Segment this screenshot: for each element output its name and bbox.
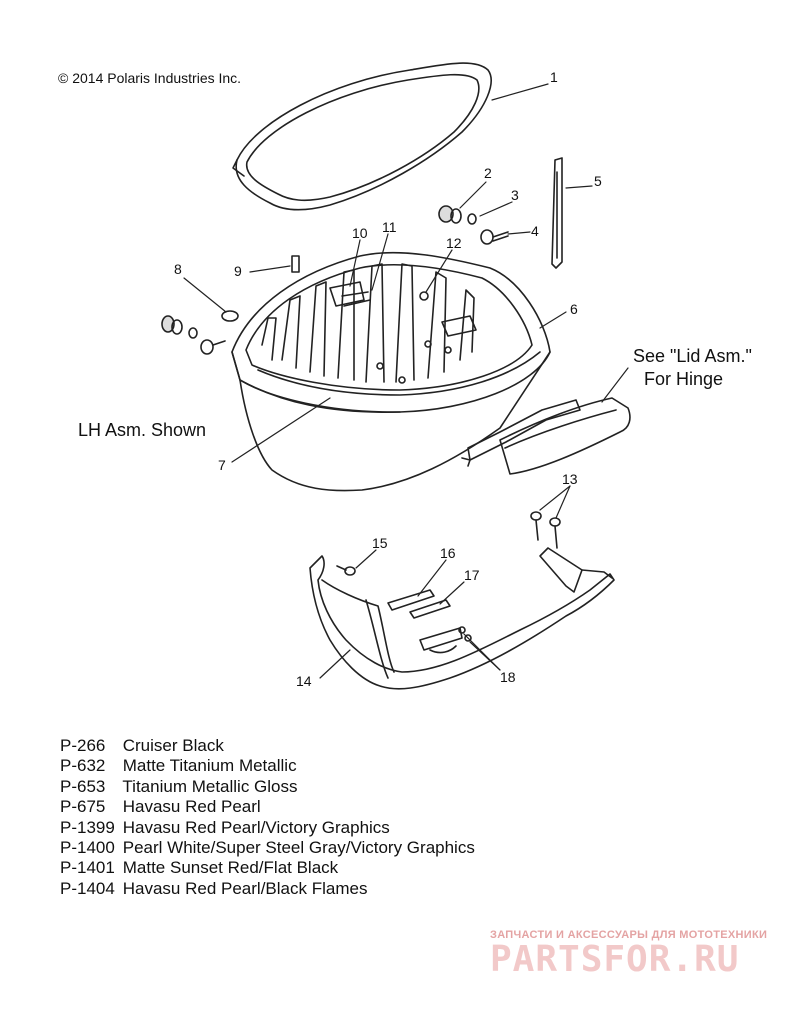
color-name: Havasu Red Pearl/Victory Graphics	[122, 817, 390, 837]
bolts-13	[530, 511, 561, 549]
color-code: P-675	[60, 797, 106, 817]
watermark-tagline: ЗАПЧАСТИ И АКСЕССУАРЫ ДЛЯ МОТОТЕХНИКИ	[490, 929, 768, 941]
callout-3: 3	[511, 187, 519, 203]
color-option: P-675 Havasu Red Pearl	[60, 797, 475, 817]
color-options-list: P-266 Cruiser Black P-632 Matte Titanium…	[60, 736, 475, 899]
color-option: P-1404 Havasu Red Pearl/Black Flames	[60, 879, 475, 899]
color-code: P-632	[60, 756, 106, 776]
grommet-upper	[438, 205, 462, 224]
callout-11: 11	[382, 219, 397, 235]
callout-16: 16	[440, 545, 456, 561]
washer-left	[188, 327, 198, 339]
washer-upper	[467, 213, 477, 225]
callout-4: 4	[531, 223, 539, 239]
callout-7: 7	[218, 457, 226, 473]
shown-note: LH Asm. Shown	[78, 420, 206, 440]
color-code: P-1400	[60, 838, 115, 858]
color-option: P-1401 Matte Sunset Red/Flat Black	[60, 858, 475, 878]
color-name: Matte Sunset Red/Flat Black	[122, 858, 339, 878]
color-code: P-1399	[60, 817, 115, 837]
color-name: Pearl White/Super Steel Gray/Victory Gra…	[122, 838, 475, 858]
watermark-logo: PARTSFOR.RU	[490, 939, 740, 980]
leader-lines	[183, 83, 629, 679]
callout-15: 15	[372, 535, 388, 551]
color-name: Havasu Red Pearl/Black Flames	[122, 878, 368, 898]
guard-rail	[309, 547, 615, 690]
plug-8	[221, 310, 239, 322]
color-name: Cruiser Black	[122, 736, 224, 755]
color-name: Havasu Red Pearl	[122, 797, 261, 817]
plate-17	[409, 599, 451, 619]
color-option: P-1400 Pearl White/Super Steel Gray/Vict…	[60, 838, 475, 858]
callout-9: 9	[234, 263, 242, 279]
callout-1: 1	[550, 69, 558, 85]
screw-left	[200, 339, 226, 355]
lid-note-line1: See "Lid Asm."	[633, 346, 752, 366]
color-code: P-266	[60, 736, 106, 755]
color-option: P-653 Titanium Metallic Gloss	[60, 777, 475, 797]
callout-2: 2	[484, 165, 492, 181]
hinge-strip	[461, 397, 631, 475]
callout-18: 18	[500, 669, 516, 685]
lid-seal	[232, 62, 492, 211]
lid-note-line2: For Hinge	[644, 369, 723, 389]
callout-numbers: 1 2 3 4 5 6 7 8 9 10 11 12 13 14 15 16 1…	[174, 69, 602, 689]
color-option: P-266 Cruiser Black	[60, 736, 475, 756]
screw-upper	[480, 229, 509, 245]
color-code: P-653	[60, 776, 106, 796]
callout-6: 6	[570, 301, 578, 317]
callout-14: 14	[296, 673, 312, 689]
saddlebag-body	[231, 251, 551, 492]
trim-strip	[551, 157, 563, 269]
callout-8: 8	[174, 261, 182, 277]
callout-13: 13	[562, 471, 578, 487]
callout-12: 12	[446, 235, 462, 251]
color-option: P-632 Matte Titanium Metallic	[60, 756, 475, 776]
color-name: Matte Titanium Metallic	[122, 756, 297, 776]
bolt-15	[336, 565, 356, 576]
color-code: P-1404	[60, 878, 115, 898]
copyright-text: © 2014 Polaris Industries Inc.	[58, 70, 242, 86]
color-option: P-1399 Havasu Red Pearl/Victory Graphics	[60, 818, 475, 838]
grommet-left	[161, 315, 183, 335]
callout-10: 10	[352, 225, 368, 241]
callout-5: 5	[594, 173, 602, 189]
clip-9	[291, 255, 300, 273]
color-name: Titanium Metallic Gloss	[122, 776, 298, 796]
callout-17: 17	[464, 567, 480, 583]
plate-16	[387, 589, 435, 611]
color-code: P-1401	[60, 858, 115, 878]
